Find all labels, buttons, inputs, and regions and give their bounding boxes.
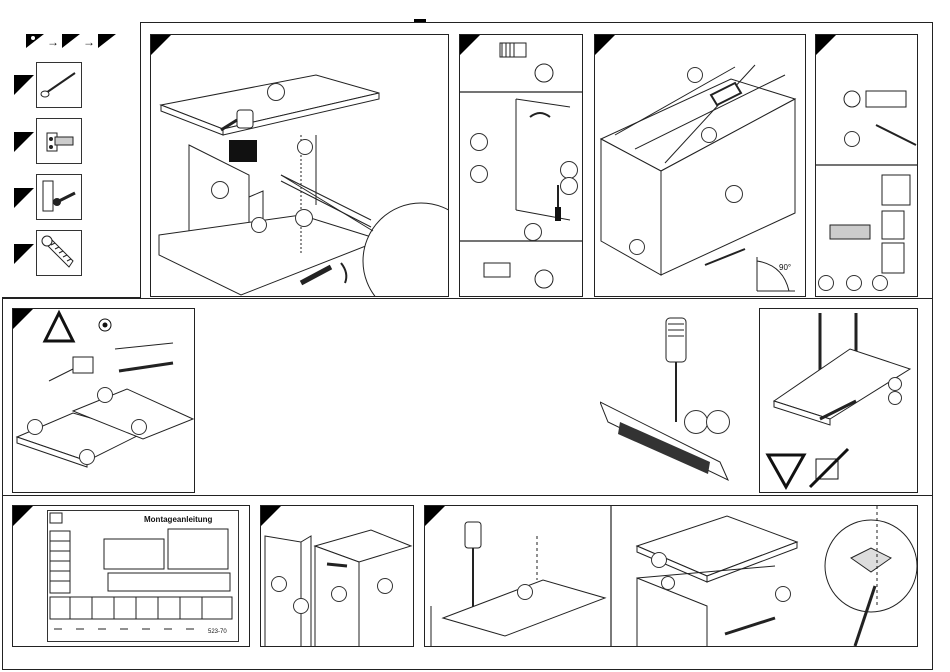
callout-circle	[377, 578, 393, 594]
nail-icon	[36, 62, 82, 108]
callout-circle	[844, 131, 860, 147]
step-2-panel	[459, 34, 583, 297]
callout-circle	[211, 181, 229, 199]
cam-screw-icon	[36, 174, 82, 220]
legend-marker-1	[14, 75, 34, 95]
callout-circle	[651, 552, 667, 568]
legend-marker-4	[14, 244, 34, 264]
callout-circle	[470, 133, 488, 151]
callout-circle	[267, 83, 285, 101]
callout-circle	[661, 576, 675, 590]
callout-circle	[131, 419, 147, 435]
legend-panel: → →	[2, 22, 141, 298]
callout-circle	[251, 217, 267, 233]
step-6-panel	[760, 308, 918, 493]
callout-circle	[27, 419, 43, 435]
separator	[2, 495, 933, 496]
top-tab	[414, 19, 426, 22]
callout-circle	[524, 223, 542, 241]
step-8-drawing	[261, 506, 414, 647]
callout-circle	[706, 410, 730, 434]
step-3-panel: 90°	[594, 34, 806, 297]
callout-circle	[629, 239, 645, 255]
sequence-arrow-2: →	[83, 35, 95, 49]
manual-footer-code: 523-70	[208, 629, 227, 635]
callout-circle	[818, 275, 834, 291]
callout-circle	[888, 377, 902, 391]
callout-circle	[517, 584, 533, 600]
callout-circle	[725, 185, 743, 203]
callout-circle	[97, 387, 113, 403]
step-1-drawing	[151, 35, 449, 297]
hinge-icon	[36, 118, 82, 164]
step-9-panel	[424, 505, 918, 647]
drill-illustration	[600, 312, 750, 487]
step-7-panel: Montageanleitung 523-70	[12, 505, 250, 647]
legend-marker-3	[14, 188, 34, 208]
legend-marker-2	[14, 132, 34, 152]
callout-circle	[560, 177, 578, 195]
step-1-panel	[150, 34, 449, 297]
step-5-panel	[12, 308, 195, 493]
callout-circle	[331, 586, 347, 602]
callout-circle	[684, 410, 708, 434]
warning-triangle-icon	[45, 313, 73, 341]
callout-circle	[295, 209, 313, 227]
callout-circle	[846, 275, 862, 291]
callout-circle	[293, 598, 309, 614]
callout-circle	[775, 586, 791, 602]
callout-circle	[271, 576, 287, 592]
angle-label: 90°	[779, 263, 791, 272]
callout-circle	[470, 165, 488, 183]
callout-circle	[701, 127, 717, 143]
separator	[2, 298, 933, 299]
step-4-drawing	[816, 35, 918, 297]
callout-circle	[872, 275, 888, 291]
wood-screw-icon	[36, 230, 82, 276]
callout-circle	[297, 139, 313, 155]
sequence-arrow-1: →	[47, 35, 59, 49]
callout-circle	[687, 67, 703, 83]
callout-circle	[79, 449, 95, 465]
step-8-panel	[260, 505, 414, 647]
manual-thumbnail: Montageanleitung 523-70	[47, 510, 239, 642]
callout-circle	[888, 391, 902, 405]
warning-triangle-icon	[768, 455, 804, 487]
step-4-panel	[815, 34, 918, 297]
step-7-marker	[13, 506, 33, 526]
